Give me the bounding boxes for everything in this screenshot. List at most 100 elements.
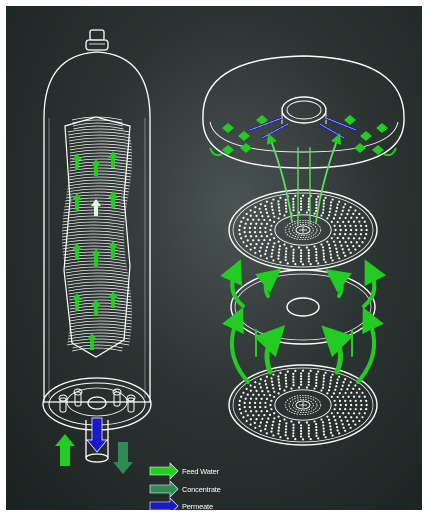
- perforation: [324, 261, 326, 263]
- perforation: [350, 404, 352, 406]
- perforation: [353, 396, 355, 398]
- perforation: [308, 260, 310, 262]
- vessel-flow-arrows: [55, 418, 133, 474]
- membrane-layer: [69, 291, 131, 294]
- perforation: [344, 378, 346, 380]
- perforation: [337, 412, 339, 414]
- perforation: [285, 428, 287, 430]
- perforation: [320, 243, 322, 245]
- perforation: [320, 418, 322, 420]
- perforation: [348, 209, 350, 211]
- perforation: [264, 406, 266, 408]
- membrane-layer: [68, 285, 130, 288]
- membrane-layer: [69, 324, 131, 327]
- perforation: [298, 386, 300, 388]
- perforation: [315, 204, 317, 206]
- perforation: [278, 217, 280, 219]
- membrane-layer: [72, 348, 122, 351]
- perforation: [264, 227, 266, 229]
- perforation: [259, 208, 261, 210]
- membrane-layer: [67, 189, 129, 192]
- perforation: [300, 206, 302, 208]
- perforation: [337, 237, 339, 239]
- perforation: [254, 231, 256, 233]
- perforation: [245, 223, 247, 225]
- perforation: [265, 425, 267, 427]
- perforation: [361, 241, 363, 243]
- perforation: [272, 387, 274, 389]
- perforation: [278, 381, 280, 383]
- perforation: [271, 209, 273, 211]
- membrane-layer: [69, 141, 131, 144]
- perforation: [306, 421, 308, 423]
- perforation: [247, 219, 249, 221]
- membrane-layer: [62, 240, 124, 243]
- membrane-layer: [70, 321, 132, 324]
- perforation: [308, 381, 310, 383]
- perforation: [349, 400, 351, 402]
- perforation: [278, 248, 280, 250]
- perforation: [308, 378, 310, 380]
- flow-arrow-icon: [240, 143, 252, 153]
- perforation: [285, 422, 287, 424]
- membrane-layer: [70, 306, 132, 309]
- perforation: [273, 396, 275, 398]
- perforation: [260, 255, 262, 257]
- middle-plate: [231, 270, 375, 344]
- perforation: [285, 208, 287, 210]
- perforation: [270, 225, 272, 227]
- perforation: [300, 203, 302, 205]
- perforation: [292, 252, 294, 254]
- perforation: [270, 256, 272, 258]
- perforation: [354, 384, 356, 386]
- perforation: [329, 422, 331, 424]
- perforation: [364, 221, 366, 223]
- perforation: [323, 202, 325, 204]
- perforation: [270, 431, 272, 433]
- membrane-layer: [69, 174, 131, 177]
- perforation: [271, 427, 273, 429]
- perforation: [238, 229, 240, 231]
- perforation: [271, 205, 273, 207]
- perforation: [283, 214, 285, 216]
- perforation: [244, 227, 246, 229]
- perforation: [310, 438, 312, 440]
- perforation: [249, 231, 251, 233]
- perforation: [315, 423, 317, 425]
- perforation: [338, 201, 340, 203]
- perforation: [354, 248, 356, 250]
- perforation: [358, 221, 360, 223]
- perforation: [315, 435, 317, 437]
- perforation: [306, 246, 308, 248]
- perforation: [260, 422, 262, 424]
- perforation: [323, 427, 325, 429]
- perforation: [358, 237, 360, 239]
- perforation: [320, 214, 322, 216]
- permeate-arrow-icon: [150, 498, 178, 510]
- membrane-layer: [69, 138, 131, 141]
- perforation: [313, 387, 315, 389]
- perforation: [345, 404, 347, 406]
- perforation: [265, 208, 267, 210]
- flow-arrow-icon: [344, 115, 356, 125]
- perforation: [334, 244, 336, 246]
- flow-arrow-icon: [91, 159, 101, 176]
- perforation: [350, 392, 352, 394]
- perforation: [355, 229, 357, 231]
- perforation: [261, 235, 263, 237]
- perforation: [315, 379, 317, 381]
- perforation: [271, 249, 273, 251]
- perforation: [266, 421, 268, 423]
- perforation: [272, 198, 274, 200]
- perforation: [254, 247, 256, 249]
- perforation: [300, 209, 302, 211]
- perforation: [285, 256, 287, 258]
- perforation: [315, 257, 317, 259]
- perforation: [255, 223, 257, 225]
- perforation: [315, 198, 317, 200]
- perforation: [285, 434, 287, 436]
- perforation: [324, 197, 326, 199]
- perforation: [285, 253, 287, 255]
- membrane-layer: [70, 147, 132, 150]
- perforation: [266, 201, 268, 203]
